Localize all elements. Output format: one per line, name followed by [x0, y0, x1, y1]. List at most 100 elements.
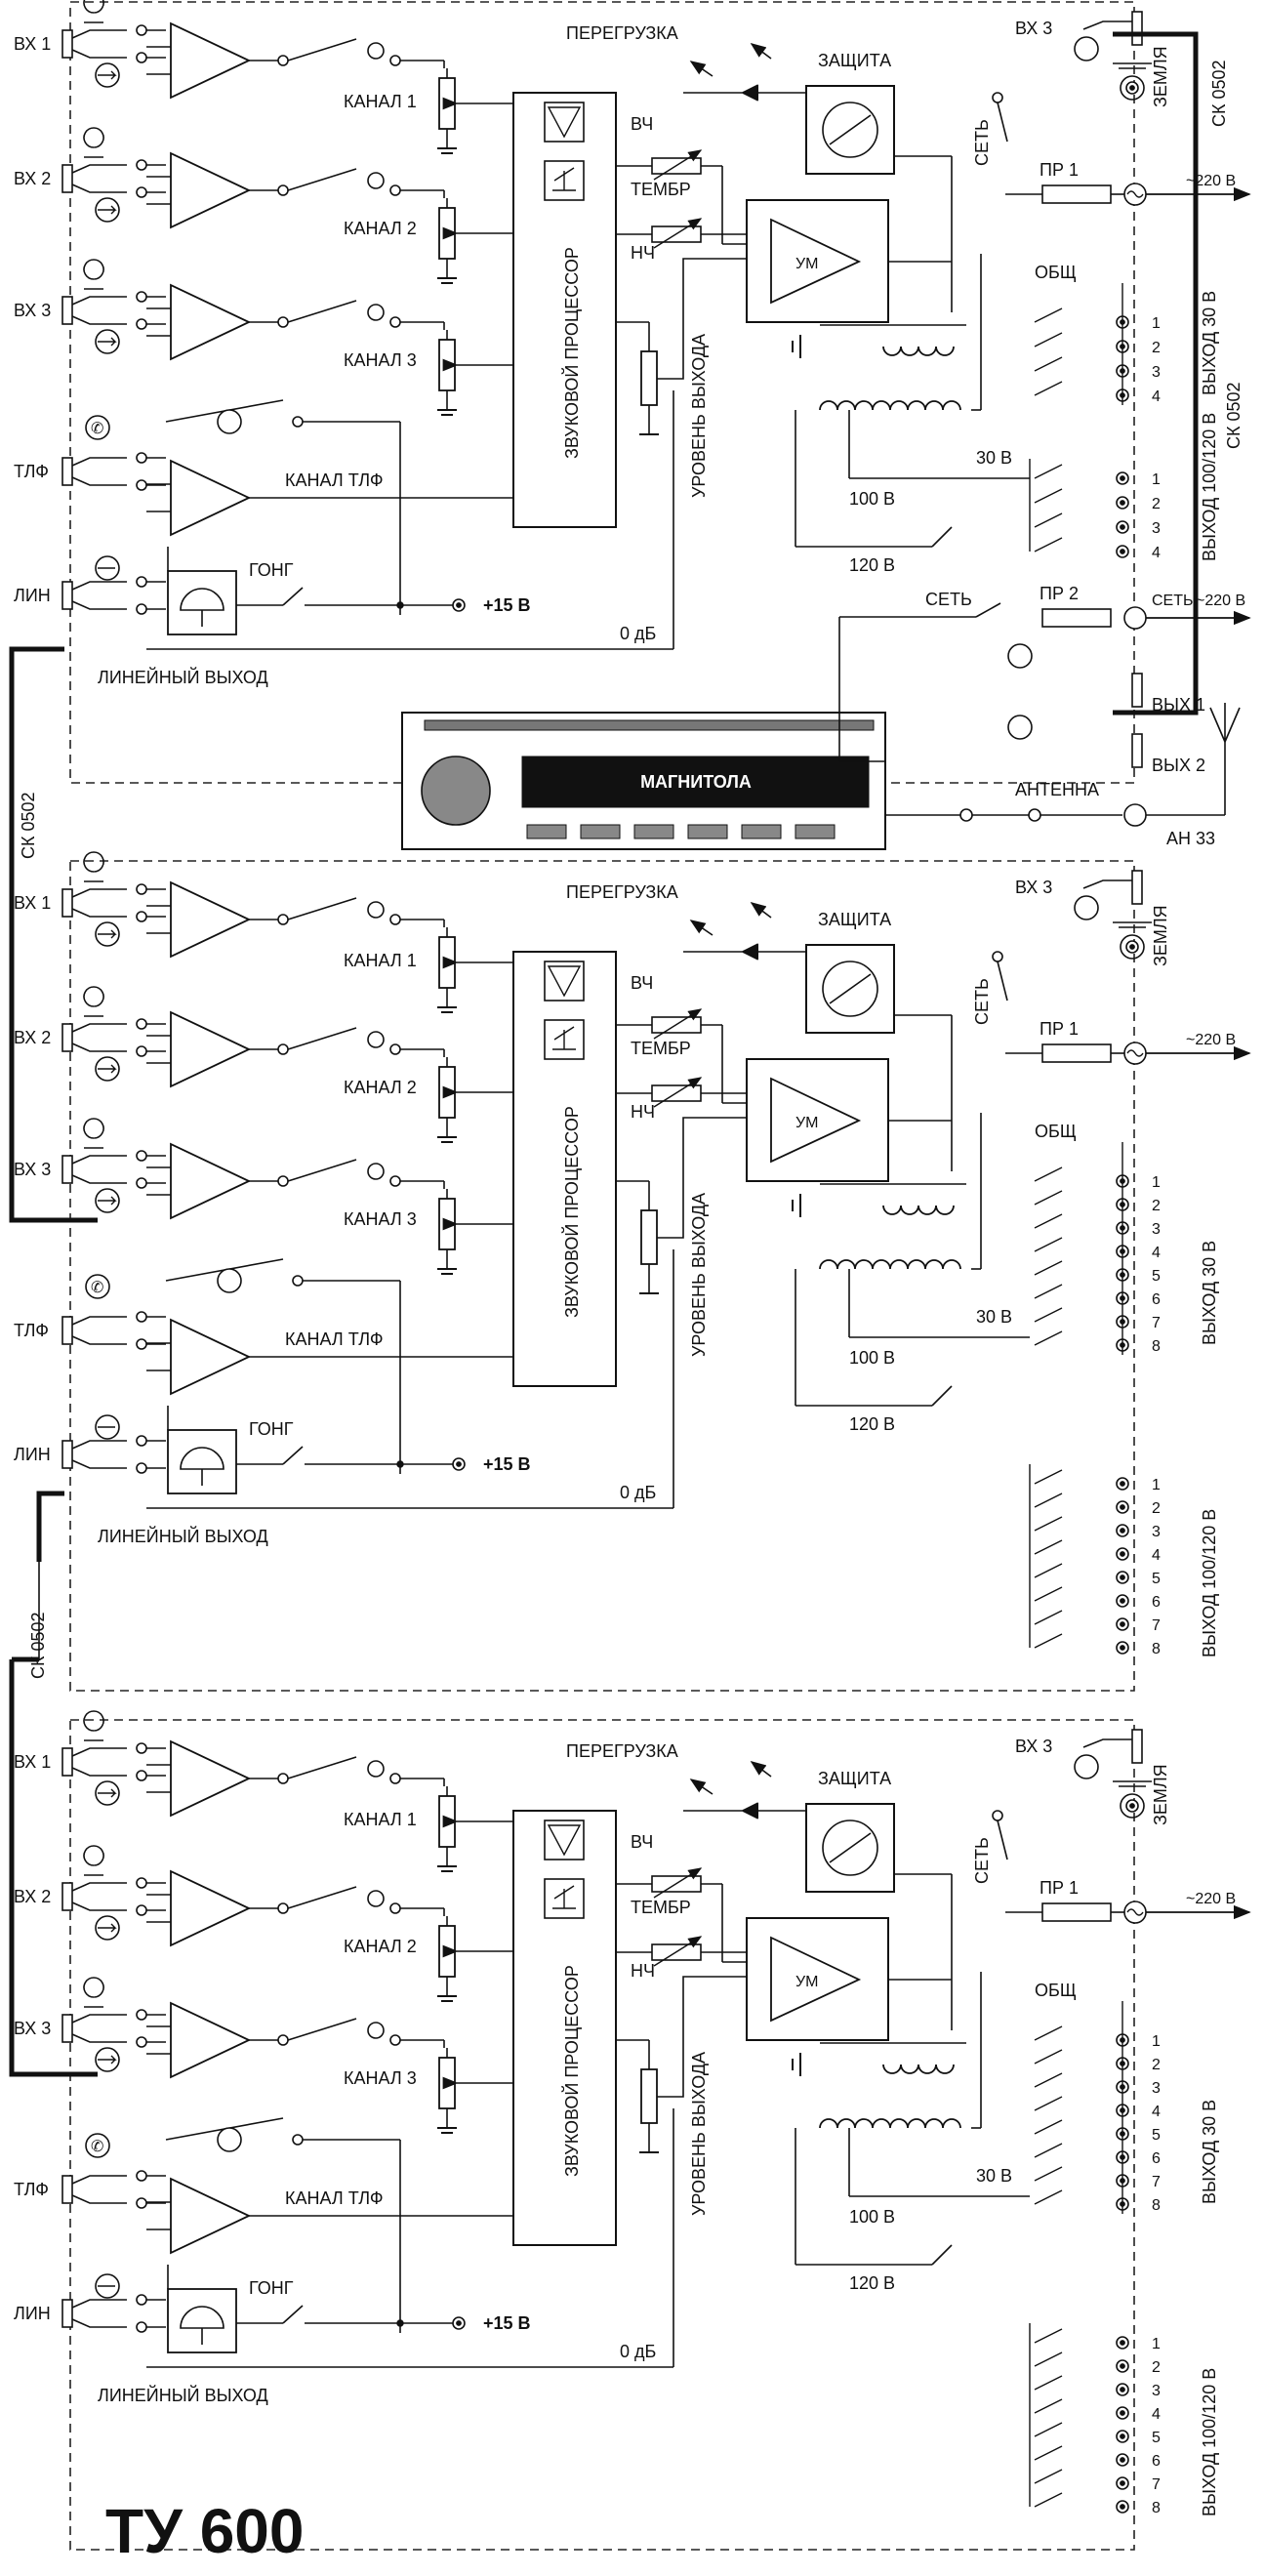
preamp-triangle: [170, 283, 252, 361]
switch-contact: [277, 1043, 289, 1055]
volume-pot: [438, 1925, 456, 1978]
jack-spring: [1082, 1738, 1132, 1748]
switch-contact: [277, 55, 289, 66]
jack-contact: [136, 291, 147, 303]
terminal-screw: [1116, 2359, 1129, 2373]
limiter-glyph: [552, 1026, 576, 1050]
lf-label: НЧ: [631, 1961, 655, 1981]
amp-triangle: [770, 1077, 862, 1164]
preamp-channel-1: КАНАЛ 1: [146, 1739, 513, 1872]
sk-cable-left-2: [9, 1491, 98, 2077]
arrow-icon: [98, 1196, 117, 1206]
out100-terminal: 1: [1034, 1469, 1161, 1493]
diode-icon: [740, 943, 758, 961]
terminal-number: 8: [1152, 2500, 1161, 2516]
switch-blade: [1034, 2096, 1063, 2111]
power-amplifier: УМ: [721, 1025, 952, 1182]
out100-terminal: 6: [1034, 2445, 1161, 2470]
mains2-label: СЕТЬ: [925, 590, 972, 609]
power-label: +15 В: [483, 1454, 531, 1474]
jack-contact: [136, 576, 147, 588]
ground-ring: [1120, 1793, 1145, 1819]
terminal-screw: [1116, 2406, 1129, 2420]
amp-label: УМ: [795, 1974, 819, 1990]
terminal-screw: [1116, 1617, 1129, 1631]
telephone-glyph: ✆: [91, 421, 103, 437]
adjust-arrow: [653, 1936, 703, 1967]
switch-contact: [277, 316, 289, 328]
ground-label: ЗЕМЛЯ: [1151, 46, 1170, 107]
terminal-number: 1: [1152, 1174, 1161, 1191]
terminal-center: [1120, 2340, 1125, 2346]
input-jack-3: ВХ 3: [14, 1118, 166, 1213]
terminal-center: [1120, 500, 1125, 506]
gong-label: ГОНГ: [249, 560, 294, 580]
volume-pot: [438, 1198, 456, 1250]
out30-terminal: 1: [1034, 2025, 1161, 2050]
switch-blade: [1034, 332, 1063, 348]
recorder-stripe: [424, 719, 875, 731]
mains2-voltage-label: ~220 В: [1196, 593, 1245, 609]
out2-label: ВЫХ 2: [1152, 756, 1205, 775]
antenna-socket: [1123, 803, 1147, 827]
switch-blade: [1034, 1633, 1063, 1649]
out100-terminal: 3: [1034, 1516, 1161, 1540]
terminal-number: 1: [1152, 2336, 1161, 2352]
input-label: ТЛФ: [14, 462, 49, 481]
switch-contact: [389, 914, 401, 925]
jack-plug-icon: [1074, 36, 1099, 61]
jack-spring: [71, 2175, 127, 2185]
out30-label: ВЫХОД 30 В: [1200, 2100, 1219, 2204]
line-out-label: ЛИНЕЙНЫЙ ВЫХОД: [98, 1526, 268, 1546]
channel-label: КАНАЛ 3: [344, 1209, 417, 1229]
out100-label: ВЫХОД 100/120 В: [1200, 2368, 1219, 2516]
jack-spring: [71, 581, 127, 591]
preamp-triangle: [170, 151, 252, 229]
preamp-triangle: [170, 1869, 252, 1947]
channel-label: КАНАЛ ТЛФ: [285, 1329, 384, 1349]
terminal-center: [1120, 1574, 1125, 1580]
out100-terminal: 4: [1034, 1539, 1161, 1564]
out100-label: ВЫХОД 100/120 В: [1200, 413, 1219, 561]
recorder-button: [795, 824, 836, 839]
common-label: ОБЩ: [1035, 1981, 1077, 2000]
preamp-triangle: [170, 1318, 252, 1396]
terminal-number: 8: [1152, 1338, 1161, 1355]
power-terminal: [452, 1457, 466, 1471]
switch-contact: [389, 2034, 401, 2046]
gong-block: ГОНГ+15 В: [167, 547, 531, 635]
terminal-number: 1: [1152, 1477, 1161, 1493]
ground-label: ЗЕМЛЯ: [1151, 1764, 1170, 1825]
input-label: ЛИН: [14, 586, 51, 605]
terminal-center: [1120, 2457, 1125, 2463]
jack-spring: [71, 2194, 127, 2204]
out100-label: ВЫХОД 100/120 В: [1200, 1509, 1219, 1657]
jack-contact: [136, 186, 147, 198]
channel-label: КАНАЛ 2: [344, 1078, 417, 1097]
preamp-triangle: [170, 2177, 252, 2255]
amp-triangle: [770, 1936, 862, 2023]
terminal-number: 2: [1152, 2359, 1161, 2376]
volume-pot: [438, 77, 456, 130]
terminal-screw: [1116, 520, 1129, 534]
switch-blade: [287, 897, 357, 920]
overload-arrow: [750, 43, 772, 60]
jack-contact: [136, 1045, 147, 1057]
switch-blade: [287, 1027, 357, 1050]
amp-triangle: [770, 218, 862, 305]
vx3-label: ВХ 3: [1015, 19, 1052, 38]
input-jack-5: ЛИН: [14, 1414, 166, 1474]
overload-label: ПЕРЕГРУЗКА: [566, 1741, 678, 1761]
switch-blade: [1034, 2398, 1063, 2414]
terminal-number: 4: [1152, 2104, 1161, 2120]
out30-terminal: 4: [1034, 381, 1161, 405]
jack-contact: [136, 24, 147, 36]
terminal-screw: [1116, 2476, 1129, 2490]
mains-switch-blade: [975, 602, 1001, 618]
out100-terminal: 5: [1034, 1563, 1161, 1587]
terminal-number: 1: [1152, 2033, 1161, 2050]
